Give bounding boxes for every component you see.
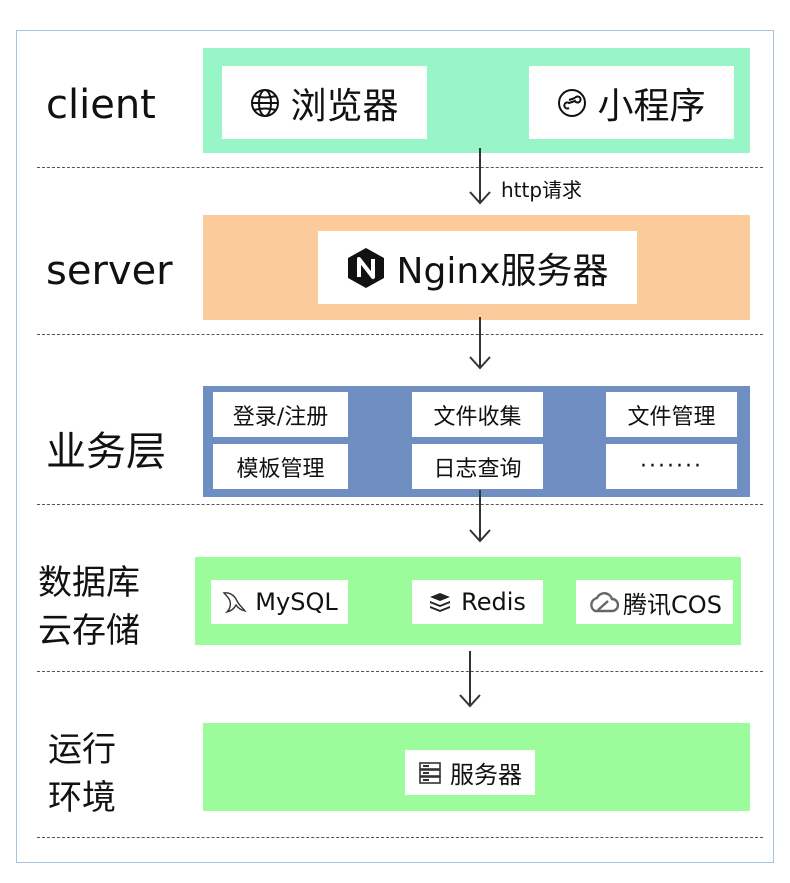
server-layer-label: server: [46, 248, 173, 294]
mysql-icon: [221, 589, 248, 615]
http-request-label: http请求: [501, 178, 583, 202]
tencent-cos-label: 腾讯COS: [623, 590, 722, 619]
business-layer-label: 业务层: [46, 429, 166, 475]
module-file-collect: 文件收集: [412, 392, 543, 437]
redis-label: Redis: [461, 588, 526, 616]
separator: [37, 167, 763, 168]
server-icon: [418, 761, 442, 785]
separator: [37, 334, 763, 335]
globe-icon: [250, 88, 280, 118]
mysql-box: MySQL: [211, 580, 348, 624]
miniprogram-icon: [557, 88, 587, 118]
separator: [37, 671, 763, 672]
cloud-icon: [587, 590, 620, 614]
nginx-icon: [347, 247, 385, 289]
miniprogram-label: 小程序: [597, 85, 706, 127]
browser-box: 浏览器: [222, 66, 427, 139]
server-machine-box: 服务器: [405, 750, 535, 795]
miniprogram-box: 小程序: [529, 66, 734, 139]
separator: [37, 504, 763, 505]
module-template-manage: 模板管理: [213, 444, 348, 489]
module-login-register: 登录/注册: [213, 392, 348, 437]
separator: [37, 837, 763, 838]
database-layer-label: 数据库: [38, 563, 140, 603]
arrow-down: [469, 317, 491, 370]
redis-icon: [429, 592, 451, 612]
nginx-label: Nginx服务器: [396, 250, 609, 292]
module-more: ·······: [606, 444, 737, 489]
environment-layer-label: 环境: [48, 778, 116, 818]
redis-box: Redis: [412, 580, 543, 624]
http-request-arrow: [469, 148, 491, 205]
module-log-query: 日志查询: [412, 444, 543, 489]
server-machine-label: 服务器: [450, 761, 522, 789]
client-layer-label: client: [46, 82, 156, 128]
arrow-down: [459, 651, 481, 708]
nginx-box: Nginx服务器: [318, 231, 637, 304]
runtime-layer-label: 运行: [48, 730, 116, 770]
mysql-label: MySQL: [255, 588, 338, 616]
diagram-frame: [16, 30, 774, 863]
storage-layer-label: 云存储: [38, 611, 140, 651]
arrow-down: [469, 490, 491, 543]
browser-label: 浏览器: [290, 85, 399, 127]
module-file-manage: 文件管理: [606, 392, 737, 437]
tencent-cos-box: 腾讯COS: [576, 580, 733, 624]
